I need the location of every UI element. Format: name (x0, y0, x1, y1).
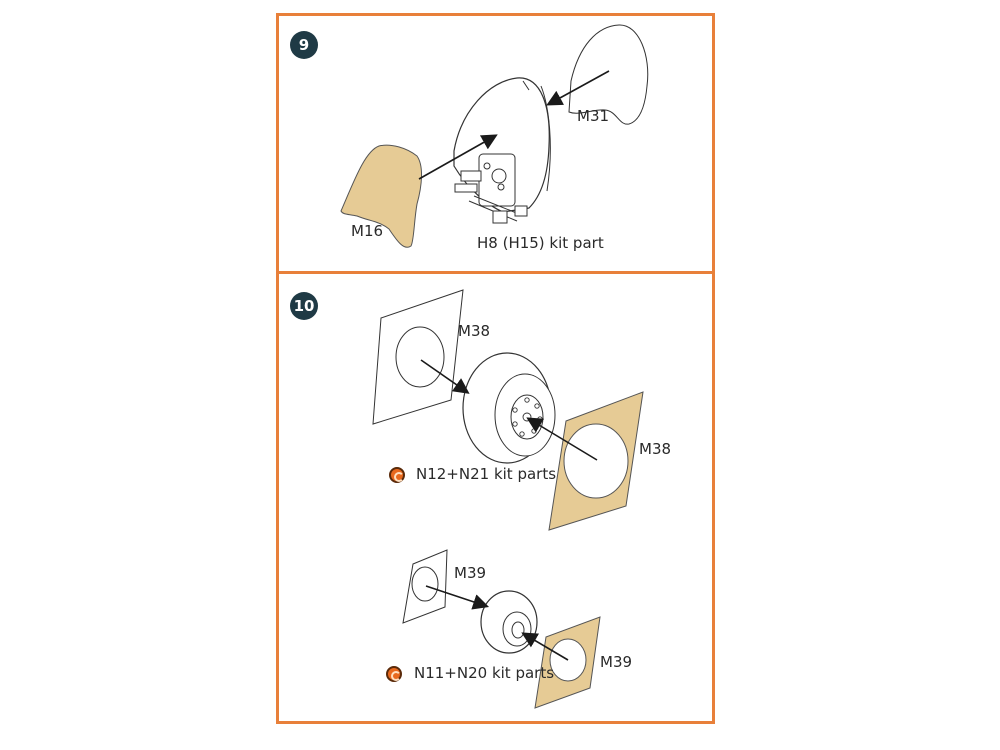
label-m39-top: M39 (454, 564, 487, 582)
step-number-badge: 9 (290, 31, 318, 59)
mask-m16 (340, 144, 422, 248)
step-9-illustration (340, 24, 649, 248)
kit-part-detail (454, 153, 528, 224)
label-kit-parts-large: N12+N21 kit parts (416, 465, 557, 483)
step-number-badge: 10 (290, 292, 318, 320)
wheel-small (480, 590, 538, 654)
label-m39-right: M39 (600, 653, 633, 671)
wheel-large (462, 352, 556, 464)
step-9-panel: 9 M31 M16 H8 (276, 13, 715, 274)
label-kit-parts-small: N11+N20 kit parts (414, 664, 555, 682)
arrow-m38-top (420, 359, 470, 394)
arrow-m16 (418, 134, 498, 180)
arrow-m39-right (521, 632, 569, 661)
label-m38-right: M38 (639, 440, 672, 458)
label-m31: M31 (577, 107, 610, 125)
warning-icon (389, 467, 405, 483)
step-10-panel: 10 (276, 271, 715, 724)
label-kit-part: H8 (H15) kit part (477, 234, 604, 252)
step-10-illustration (372, 289, 644, 709)
mask-m31 (568, 24, 649, 125)
arrow-m38-right (526, 417, 598, 461)
label-m16: M16 (351, 222, 384, 240)
arrow-m39-top (425, 585, 490, 610)
label-m38-top: M38 (458, 322, 491, 340)
warning-icon (386, 666, 402, 682)
arrow-m31 (546, 70, 610, 106)
